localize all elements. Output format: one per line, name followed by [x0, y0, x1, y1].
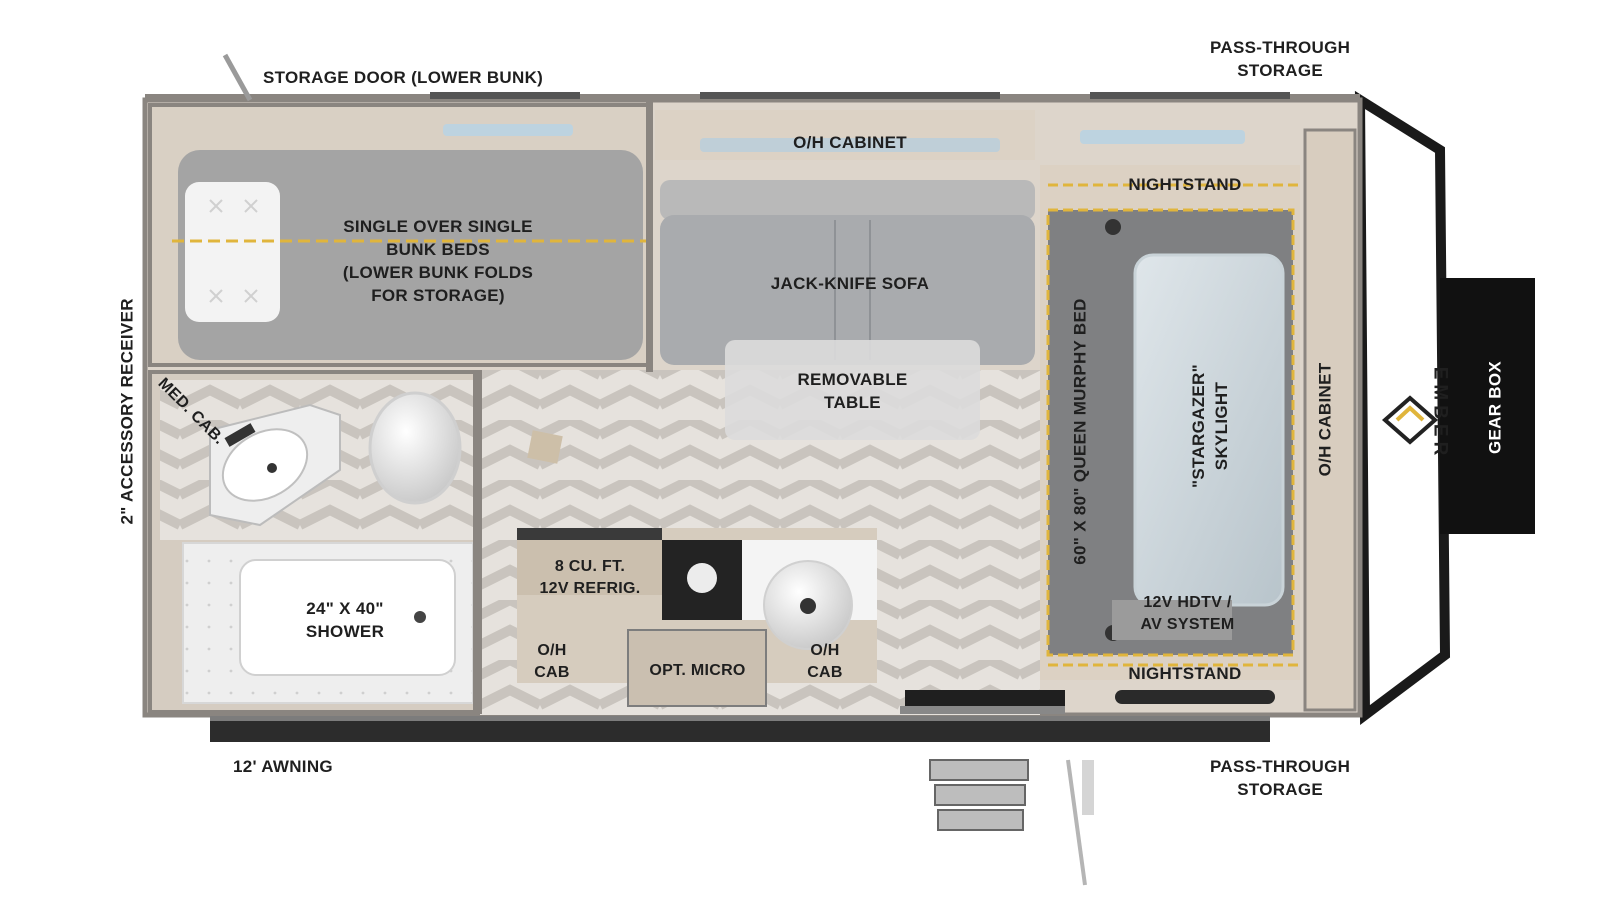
nightstand-top-label: NIGHTSTAND: [1128, 175, 1242, 194]
skylight-label: "STARGAZER" SKYLIGHT: [1187, 346, 1233, 506]
gear-box: [1440, 278, 1535, 534]
hdtv-label: 12V HDTV / AV SYSTEM: [1120, 592, 1255, 636]
awning-bar: [210, 720, 1270, 742]
bunk-label-line2: BUNK BEDS: [386, 240, 490, 259]
refrig-label: 8 CU. FT. 12V REFRIG.: [520, 556, 660, 600]
oh-cabinet-right-label: O/H CABINET: [1315, 362, 1335, 477]
accessory-receiver-label: 2" ACCESSORY RECEIVER: [117, 298, 137, 525]
bunk-label-line1: SINGLE OVER SINGLE: [343, 217, 533, 236]
bunk-label-line3: (LOWER BUNK FOLDS: [342, 263, 534, 282]
shower-label-line2: SHOWER: [305, 622, 385, 641]
refrig-label-line1: 8 CU. FT.: [554, 558, 626, 575]
oh-cab-left-line2: CAB: [534, 664, 570, 681]
hdtv-label-line1: 12V HDTV /: [1143, 594, 1232, 611]
storage-door-label: STORAGE DOOR (LOWER BUNK): [263, 68, 544, 87]
bunk-bed: [178, 150, 643, 360]
sofa-label: JACK-KNIFE SOFA: [770, 274, 930, 293]
ember-logo-text: EMBER: [1429, 366, 1451, 461]
entry-door: [905, 690, 1065, 710]
sofa-back: [660, 180, 1035, 220]
ember-logo-mark: [1381, 395, 1439, 445]
refrigerator: [517, 535, 662, 595]
table: [725, 340, 980, 440]
oh-cabinet-right: [1303, 128, 1357, 712]
entry-steps: [929, 759, 1029, 831]
gear-box-label: GEAR BOX: [1485, 360, 1505, 455]
awning-label: 12' AWNING: [233, 757, 333, 776]
oh-cab-left-line1: O/H: [537, 642, 567, 659]
bunk-label: SINGLE OVER SINGLE BUNK BEDS (LOWER BUNK…: [308, 215, 568, 307]
oh-cab-left-label: O/H CAB: [527, 640, 577, 684]
pass-through-bottom-label: PASS-THROUGH STORAGE: [1210, 755, 1350, 801]
sofa: [660, 215, 1035, 365]
table-label-line2: TABLE: [824, 393, 881, 412]
pass-through-top-line1: PASS-THROUGH: [1210, 38, 1351, 57]
oh-cab-right-line2: CAB: [807, 664, 843, 681]
microwave: [627, 629, 767, 707]
pass-through-top-line2: STORAGE: [1237, 61, 1324, 80]
nightstand-bottom-label: NIGHTSTAND: [1128, 664, 1242, 683]
bunk-label-line4: FOR STORAGE): [371, 286, 505, 305]
skylight-label-line2: SKYLIGHT: [1212, 381, 1231, 471]
oh-cab-right-line1: O/H: [810, 642, 840, 659]
pass-through-bottom-line2: STORAGE: [1237, 780, 1324, 799]
hdtv-label-line2: AV SYSTEM: [1140, 616, 1235, 633]
oh-cab-right-label: O/H CAB: [800, 640, 850, 684]
front-cap: [1354, 90, 1535, 725]
micro-label: OPT. MICRO: [649, 662, 746, 679]
pillow: [185, 182, 280, 322]
shower-label-line1: 24" X 40": [306, 599, 384, 618]
oh-cabinet-top-label: O/H CABINET: [793, 133, 907, 152]
murphy-bed-label: 60" X 80" QUEEN MURPHY BED: [1070, 298, 1090, 565]
table-label-line1: REMOVABLE: [797, 370, 908, 389]
refrig-label-line2: 12V REFRIG.: [539, 580, 641, 597]
pass-through-bottom-line1: PASS-THROUGH: [1210, 757, 1351, 776]
skylight-label-line1: "STARGAZER": [1189, 364, 1208, 488]
pass-through-top-label: PASS-THROUGH STORAGE: [1210, 36, 1350, 82]
table-label: REMOVABLE TABLE: [770, 368, 935, 414]
toilet: [368, 391, 462, 505]
shower-label: 24" X 40" SHOWER: [285, 597, 405, 643]
